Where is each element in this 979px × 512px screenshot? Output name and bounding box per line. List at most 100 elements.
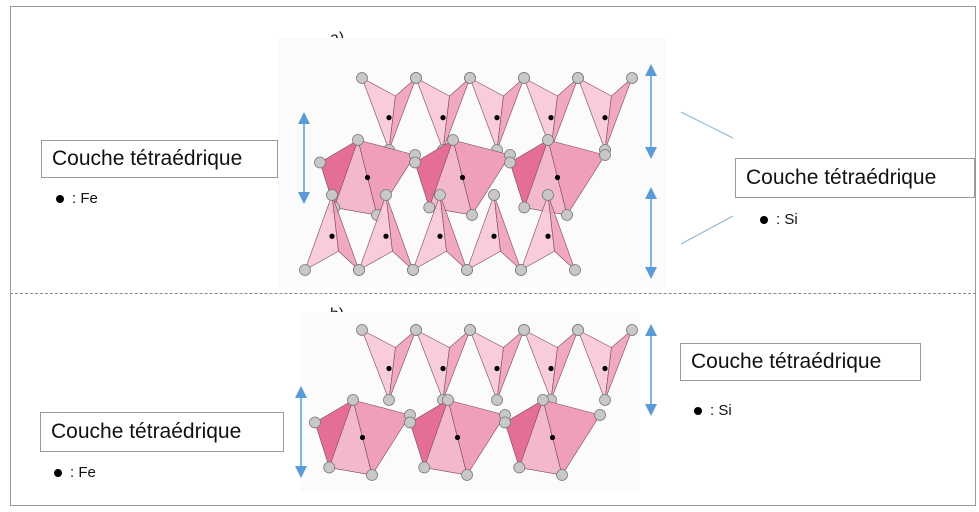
panel-divider [10, 293, 976, 294]
a-top-tetra-oxygen-atom [572, 72, 584, 84]
panel-b-left-legend: : Fe [54, 464, 96, 481]
a-bottom-tetra-oxygen-atom [299, 264, 311, 276]
b-bottom-octa-oxygen-atom [461, 469, 473, 481]
b-top-tetra-face-b [604, 329, 633, 401]
si-dot-icon [760, 216, 768, 225]
a-top-tetra-cation-dot [602, 115, 608, 121]
a-bottom-tetra-face-b [547, 194, 576, 271]
b-top-tetra-cation-dot [494, 365, 500, 372]
a-top-tetra-face-b [388, 77, 417, 151]
a-middle-octa-oxygen-atom [352, 134, 364, 146]
a-middle-octa-oxygen-atom [518, 201, 531, 214]
a-top-tetra-cation-dot [440, 115, 446, 121]
panel-a-right-legend: : Si [760, 211, 798, 228]
b-top-tetra-face-b [550, 329, 579, 401]
b-bottom-octa-oxygen-atom [418, 461, 431, 474]
b-bottom-octa-oxygen-atom [404, 416, 416, 429]
b-top-tetra-oxygen-atom [383, 394, 395, 406]
a-middle-octa-oxygen-atom [423, 201, 436, 214]
a-bottom-tetra-oxygen-atom [461, 264, 473, 276]
b-top-tetra-oxygen-atom [410, 324, 422, 336]
fe-dot-icon [56, 195, 64, 204]
a-bottom-tetra-oxygen-atom [515, 264, 527, 276]
a-bottom-tetra-cation-dot [491, 233, 497, 239]
b-bottom-octa-cation-dot [359, 434, 366, 441]
a-bottom-tetra-oxygen-atom [434, 189, 446, 201]
si-dot-icon [694, 407, 702, 416]
a-bottom-tetra-oxygen-atom [542, 189, 554, 201]
a-middle-octa-oxygen-atom [542, 134, 554, 146]
b-top-tetra-face-b [496, 329, 525, 401]
panel-a-left-layer-label: Couche tétraédrique [41, 140, 278, 178]
b-bottom-octa-oxygen-atom [442, 394, 454, 406]
a-top-tetra-face-b [604, 77, 633, 151]
a-middle-octa-cation-dot [459, 174, 466, 181]
b-bottom-octa-oxygen-atom [513, 461, 526, 474]
a-top-tetra-cation-dot [494, 115, 500, 121]
a-bottom-tetra-cation-dot [437, 233, 443, 239]
a-top-tetra-oxygen-atom [356, 72, 368, 84]
b-top-tetra-face-b [388, 329, 417, 401]
b-bottom-octa-cation-dot [549, 434, 556, 441]
a-bottom-tetra-face-b [331, 194, 360, 271]
a-top-tetra-oxygen-atom [518, 72, 530, 84]
a-top-tetra-oxygen-atom [626, 72, 638, 84]
b-top-tetra-oxygen-atom [518, 324, 530, 336]
a-middle-octa-oxygen-atom [466, 209, 478, 221]
b-top-tetra-oxygen-atom [464, 324, 476, 336]
panel-b-structure [309, 324, 638, 481]
b-bottom-octa-oxygen-atom [537, 394, 549, 406]
b-bottom-octa-cation-dot [454, 434, 461, 441]
b-top-tetra-cation-dot [440, 365, 446, 372]
a-middle-octa-oxygen-atom [561, 209, 573, 221]
panel-a-left-legend: : Fe [56, 190, 98, 207]
a-bottom-tetra-oxygen-atom [326, 189, 338, 201]
a-bottom-tetra-cation-dot [329, 233, 335, 239]
panel-b-fe-label: : Fe [70, 464, 96, 481]
b-bottom-octa-oxygen-atom [499, 416, 511, 429]
a-top-tetra-oxygen-atom [464, 72, 476, 84]
panel-b-si-label: : Si [710, 402, 732, 419]
b-top-tetra-face-b [442, 329, 471, 401]
a-middle-octa-oxygen-atom [599, 149, 611, 161]
a-top-tetra-oxygen-atom [410, 72, 422, 84]
a-bottom-tetra-oxygen-atom [488, 189, 500, 201]
a-top-tetra-cation-dot [548, 115, 554, 121]
panel-a-structure [299, 72, 638, 276]
a-top-tetra-face-b [496, 77, 525, 151]
a-bottom-tetra-oxygen-atom [569, 264, 581, 276]
b-bottom-octa-oxygen-atom [309, 416, 321, 429]
a-bottom-tetra-cation-dot [545, 233, 551, 239]
panel-b-right-legend: : Si [694, 402, 732, 419]
panel-b-left-layer-label: Couche tétraédrique [40, 412, 284, 452]
a-bottom-tetra-oxygen-atom [380, 189, 392, 201]
a-middle-octa-cation-dot [364, 174, 371, 181]
b-top-tetra-oxygen-atom [599, 394, 611, 406]
b-bottom-octa-oxygen-atom [594, 409, 606, 421]
panel-a-fe-label: : Fe [72, 190, 98, 207]
a-bottom-tetra-cation-dot [383, 233, 389, 239]
a-bottom-tetra-face-b [439, 194, 468, 271]
b-top-tetra-oxygen-atom [491, 394, 503, 406]
panel-a-leader-line-top [680, 111, 734, 139]
b-bottom-octa-oxygen-atom [323, 461, 336, 474]
panel-a-right-layer-label: Couche tétraédrique [735, 158, 975, 198]
a-middle-octa-cation-dot [554, 174, 561, 181]
b-bottom-octa-oxygen-atom [366, 469, 378, 481]
a-middle-octa-oxygen-atom [447, 134, 459, 146]
panel-a-leader-line-bottom [680, 215, 734, 245]
a-top-tetra-face-b [442, 77, 471, 151]
b-top-tetra-oxygen-atom [572, 324, 584, 336]
b-top-tetra-oxygen-atom [626, 324, 638, 336]
a-bottom-tetra-oxygen-atom [407, 264, 419, 276]
a-bottom-tetra-face-b [385, 194, 414, 271]
b-top-tetra-cation-dot [548, 365, 554, 372]
b-top-tetra-cation-dot [602, 365, 608, 372]
a-middle-octa-oxygen-atom [504, 156, 516, 169]
b-top-tetra-oxygen-atom [356, 324, 368, 336]
a-top-tetra-face-b [550, 77, 579, 151]
panel-b-right-layer-label: Couche tétraédrique [680, 343, 921, 381]
b-bottom-octa-oxygen-atom [347, 394, 359, 406]
a-middle-octa-oxygen-atom [314, 156, 326, 169]
